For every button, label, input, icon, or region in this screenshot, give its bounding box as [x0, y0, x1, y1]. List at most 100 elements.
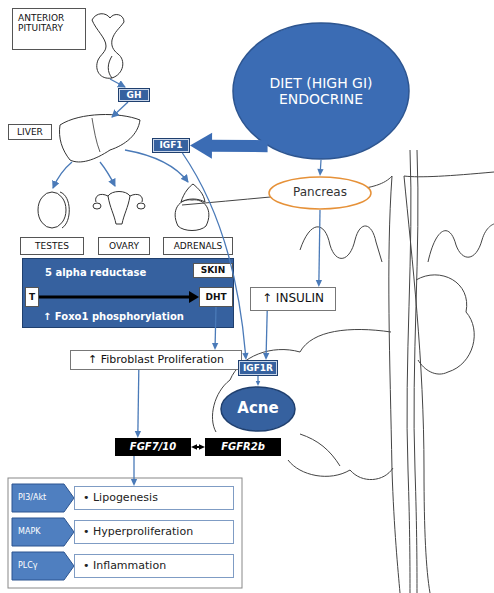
arrow-head — [242, 353, 248, 360]
arrow-head — [131, 479, 137, 486]
connector — [317, 160, 323, 176]
connector-line — [319, 210, 320, 281]
gland-lobe-line — [300, 434, 340, 466]
pathway-arrow: PLCγ — [12, 552, 74, 580]
chevron-shape — [12, 484, 74, 512]
node-text: FGF7/10 — [130, 441, 176, 453]
effect-box: • Lipogenesis — [74, 486, 234, 510]
flow-arrow — [100, 162, 115, 186]
connector — [263, 311, 269, 360]
connector-line — [196, 446, 200, 448]
arrow-head — [190, 133, 212, 159]
node-text: • Inflammation — [83, 560, 166, 573]
pathway-arrow: MAPK — [12, 518, 74, 546]
arrow-head — [212, 343, 218, 350]
node-text: FGFR2b — [221, 441, 265, 453]
follicle-wall — [389, 176, 400, 593]
epididymis-drawing — [60, 192, 69, 228]
node-text: SKIN — [201, 265, 225, 275]
organ-label: OVARY — [98, 237, 150, 255]
label-box: ANTERIOR PITUITARY — [12, 8, 86, 50]
arrow-head — [256, 381, 261, 386]
node-text: MAPK — [18, 527, 40, 536]
node-text: TESTES — [35, 241, 69, 251]
testis-drawing — [38, 192, 66, 228]
flow-arrow — [112, 102, 128, 117]
ellipse-shape — [269, 177, 371, 209]
node-text: DIET (HIGH GI) ENDOCRINE — [261, 75, 381, 107]
receptor-box: FGFR2b — [205, 438, 281, 456]
connector — [316, 210, 322, 287]
arrow-head — [317, 169, 323, 176]
hair-shaft — [407, 150, 411, 593]
node-text: DHT — [205, 292, 226, 302]
ellipse-shape — [221, 387, 295, 431]
connector-line — [211, 140, 268, 153]
node-text: Acne — [237, 400, 278, 417]
connector-line — [266, 311, 267, 354]
organ-label: TESTES — [20, 237, 84, 255]
pathway-panel — [8, 478, 242, 588]
node-text: GH — [127, 90, 142, 100]
acne-ellipse: Acne — [220, 386, 296, 432]
arrow-head — [263, 353, 269, 360]
effect-box: • Inflammation — [74, 554, 234, 578]
adrenal-drawing — [181, 184, 205, 202]
effect-box: • Hyperproliferation — [74, 520, 234, 544]
connector-line — [137, 370, 139, 432]
ovary-drawing — [137, 203, 145, 209]
node-text: • Hyperproliferation — [83, 526, 193, 539]
connector — [182, 153, 248, 360]
node-text: IGF1 — [159, 140, 182, 150]
connector — [191, 444, 205, 449]
sebaceous-gland — [416, 275, 474, 374]
node-text: T — [29, 292, 35, 302]
hormone-box: IGF1 — [152, 138, 190, 153]
flow-arrow — [110, 79, 125, 87]
ligand-box: FGF7/10 — [115, 438, 191, 456]
connector-line — [133, 456, 134, 480]
node-text: PLCγ — [18, 561, 38, 570]
source-ellipse: DIET (HIGH GI) ENDOCRINE — [232, 22, 410, 160]
node-text: PI3/Akt — [18, 493, 46, 502]
sebaceous-gland — [212, 329, 391, 432]
dermal-junction — [300, 224, 494, 262]
chevron-shape — [12, 518, 74, 546]
arrow-head — [316, 280, 322, 287]
label-box: SKIN — [193, 263, 233, 278]
liver-drawing — [59, 115, 140, 162]
uterus-drawing — [108, 192, 130, 225]
liver-lobe-line — [92, 118, 100, 152]
pituitary-drawing — [92, 14, 124, 79]
node-text: LIVER — [17, 127, 43, 137]
flow-arrow — [53, 162, 72, 188]
organ-label: LIVER — [8, 124, 52, 140]
node-text: OVARY — [109, 241, 139, 251]
connector — [256, 376, 261, 386]
organ-ellipse: Pancreas — [268, 176, 372, 210]
hormone-box: T — [25, 287, 39, 307]
node-text: ↑ Fibroblast Proliferation — [88, 354, 224, 367]
pituitary-lobe-line — [108, 56, 112, 78]
hair-shaft — [414, 150, 418, 593]
process-box: ↑ Fibroblast Proliferation — [70, 350, 242, 370]
connector-line — [257, 376, 258, 382]
node-text: 5 alpha reductase — [45, 267, 146, 279]
organ-label: ADRENALS — [163, 237, 233, 255]
skin-box: 5 alpha reductase↑ Foxo1 phosphorylation… — [22, 258, 234, 328]
node-text: ADRENALS — [174, 241, 223, 251]
arrow-head — [135, 431, 141, 438]
receptor-box: IGF1R — [238, 360, 278, 376]
flow-arrow — [125, 150, 188, 182]
connector-line — [320, 160, 322, 170]
node-text: ANTERIOR PITUITARY — [18, 13, 80, 34]
sebaceous-gland — [288, 460, 393, 480]
node-text: Pancreas — [293, 186, 347, 200]
arrow-head — [191, 444, 197, 449]
connector — [135, 370, 141, 438]
ovary-drawing — [93, 203, 101, 209]
tube-drawing — [96, 194, 143, 202]
chevron-shape — [12, 552, 74, 580]
connector — [131, 456, 137, 486]
